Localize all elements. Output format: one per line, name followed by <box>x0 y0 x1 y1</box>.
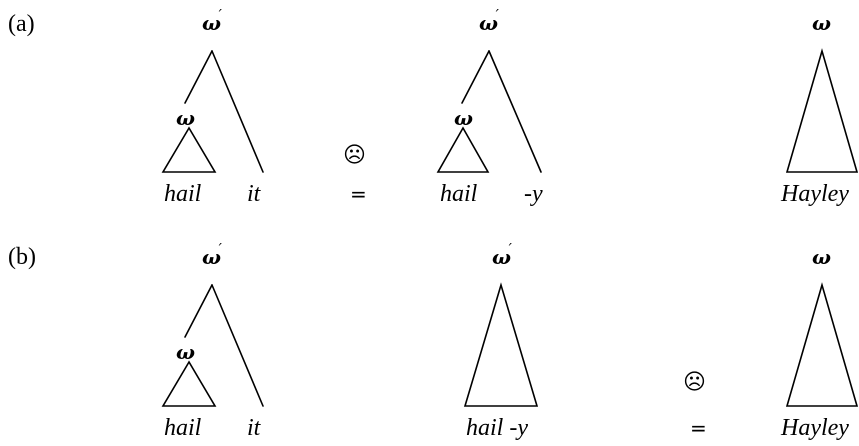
row-a-tree2-left-leaf: hail <box>440 181 478 207</box>
row-a-tree-hail-y: ω ´ ω hail -y <box>436 8 543 207</box>
row-a-tree2-top-prime: ´ <box>493 8 500 24</box>
row-a: (a) ω ´ ω hail it ☹ = ω ´ ω hail -y <box>8 8 859 207</box>
row-a-tree2-left-branch <box>461 50 490 104</box>
row-b-tree2-top-prime: ´ <box>506 242 513 258</box>
row-b-tree1-right-leaf: it <box>247 415 262 441</box>
row-b-tree1-left-leaf: hail <box>164 415 202 441</box>
row-a-tree3-triangle <box>785 48 859 173</box>
row-b-tree1-left-branch <box>184 284 213 338</box>
row-a-tree1-left-branch <box>184 50 213 104</box>
row-a-tree3-top-omega: ω <box>812 11 831 35</box>
row-b-label: (b) <box>8 244 36 270</box>
row-b-tree-hayley: ω Hayley <box>780 245 859 441</box>
row-a-tree2-top-omega: ω <box>479 11 498 35</box>
row-a-tree1-right-branch <box>211 50 264 173</box>
row-a-tree1-right-leaf: it <box>247 181 262 207</box>
row-a-tree1-inner-omega: ω <box>176 106 195 130</box>
row-b-tree-hail-it: ω ´ ω hail it <box>161 242 264 441</box>
row-b-tree3-top-omega: ω <box>812 245 831 269</box>
row-b-tree3-leaf: Hayley <box>780 415 849 441</box>
row-a-frown-icon: ☹ <box>343 143 366 168</box>
row-b-tree2-leaf: hail -y <box>466 415 528 441</box>
row-b-tree2-top-omega: ω <box>492 245 511 269</box>
row-a-tree1-top-omega: ω <box>202 11 221 35</box>
row-b-tree3-triangle <box>785 282 859 407</box>
row-b-tree1-inner-triangle <box>161 360 217 407</box>
row-a-tree-hayley: ω Hayley <box>780 11 859 207</box>
row-b-tree-hail-y: ω ´ hail -y <box>463 242 539 441</box>
row-b-frown-icon: ☹ <box>683 370 706 395</box>
row-b-tree2-triangle <box>463 282 539 407</box>
row-b-tree1-top-omega: ω <box>202 245 221 269</box>
row-b-tree1-right-branch <box>211 284 264 407</box>
row-b: (b) ω ´ ω hail it ω ´ hail -y ☹ = ω Hayl… <box>8 242 859 441</box>
row-a-tree2-inner-omega: ω <box>454 106 473 130</box>
row-a-tree3-leaf: Hayley <box>780 181 849 207</box>
row-a-tree1-left-leaf: hail <box>164 181 202 207</box>
row-b-tree1-inner-omega: ω <box>176 340 195 364</box>
row-a-tree1-inner-triangle <box>161 126 217 173</box>
row-b-equals: = <box>690 416 707 440</box>
row-a-tree2-right-leaf: -y <box>524 181 543 207</box>
row-a-equals: = <box>350 182 367 206</box>
row-a-tree2-inner-triangle <box>436 126 490 173</box>
row-a-tree-hail-it: ω ´ ω hail it <box>161 8 264 207</box>
row-a-tree2-right-branch <box>488 50 542 173</box>
row-a-tree1-top-prime: ´ <box>216 8 223 24</box>
row-b-tree1-top-prime: ´ <box>216 242 223 258</box>
row-a-label: (a) <box>8 11 35 37</box>
